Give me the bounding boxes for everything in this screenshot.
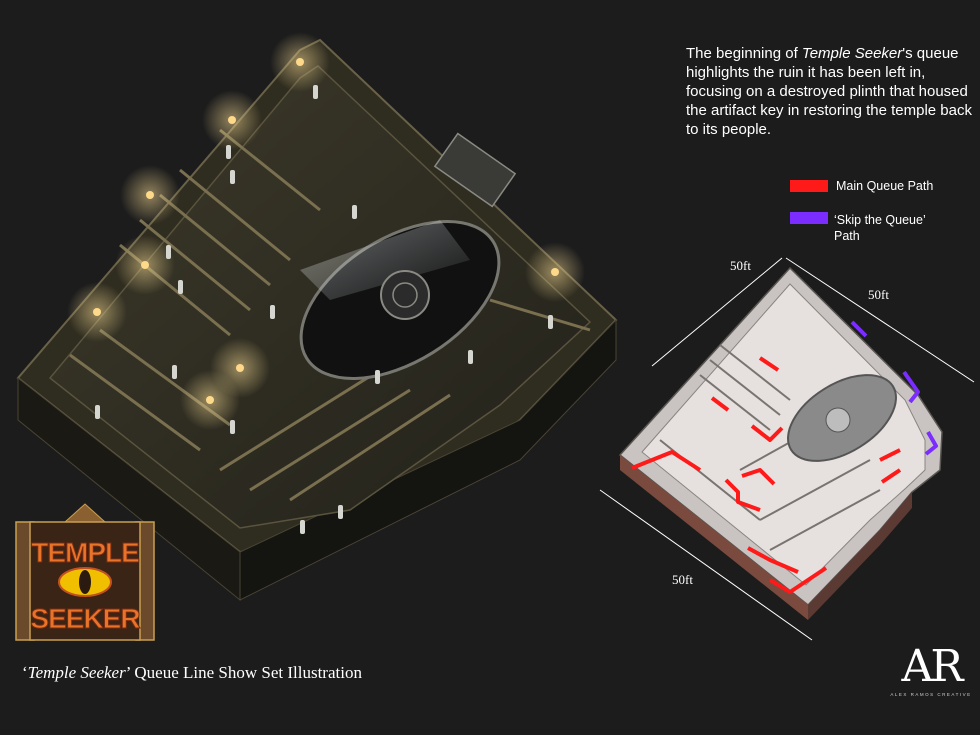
temple-queue-illustration	[16, 32, 618, 602]
skip-queue-label: ‘Skip the Queue’ Path	[834, 212, 926, 244]
dimension-label-bottom: 50ft	[672, 572, 693, 587]
skip-queue-path	[850, 320, 938, 456]
ar-creative-logo: AR	[901, 641, 964, 692]
dimension-label-top-left: 50ft	[730, 258, 751, 273]
plan-plinth	[825, 407, 851, 433]
dimension-line-top-right	[785, 257, 975, 383]
dimension-line-top-left	[651, 257, 783, 367]
description-part2: 's queue highlights the ruin it has been…	[686, 45, 972, 138]
temple-seeker-logo: TEMPLE SEEKER	[15, 503, 155, 641]
illustration-caption: ‘Temple Seeker’ Queue Line Show Set Illu…	[22, 663, 362, 683]
dimension-label-top-right: 50ft	[868, 287, 889, 302]
main-queue-path	[631, 356, 902, 594]
queue-walls	[69, 128, 591, 502]
outer-wall-right	[239, 318, 617, 601]
main-queue-swatch	[790, 180, 828, 192]
guest-figures	[95, 85, 553, 534]
logo-title-line1: TEMPLE	[31, 537, 139, 568]
queue-path-plan	[599, 257, 975, 641]
plinth	[380, 270, 430, 320]
plan-wall-right	[808, 492, 912, 620]
main-queue-label: Main Queue Path	[836, 179, 934, 193]
plan-wall-front	[620, 455, 808, 620]
staircase	[433, 132, 517, 208]
caption-prefix: ‘	[22, 663, 28, 682]
plan-floor	[641, 283, 926, 586]
description-part1: The beginning of	[686, 45, 802, 62]
light-beam	[300, 220, 470, 300]
description-text: The beginning of Temple Seeker's queue h…	[686, 44, 976, 139]
skip-queue-label-line1: ‘Skip the Queue’	[834, 213, 926, 227]
dimension-line-bottom	[599, 489, 813, 641]
ar-creative-subtitle: ALEX RAMOS CREATIVE	[890, 692, 972, 697]
skip-queue-label-line2: Path	[834, 229, 860, 243]
caption-suffix: ’ Queue Line Show Set Illustration	[125, 663, 362, 682]
caption-title: Temple Seeker	[27, 663, 126, 682]
logo-title-line2: SEEKER	[30, 603, 140, 634]
skip-queue-swatch	[790, 212, 828, 224]
torch-flames	[93, 58, 559, 404]
description-title: Temple Seeker	[801, 45, 903, 62]
